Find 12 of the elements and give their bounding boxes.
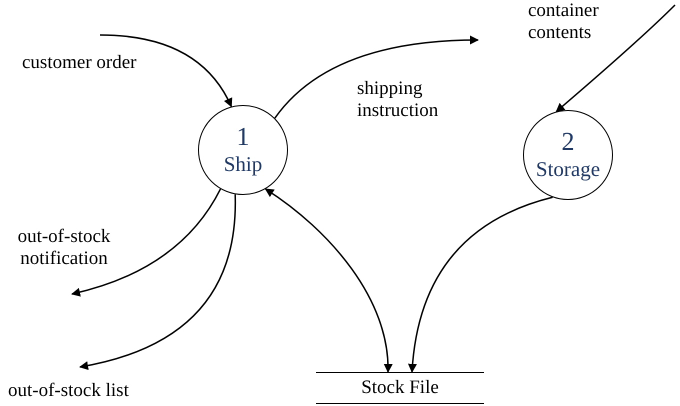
arrow: [274, 36, 479, 119]
data-store-name: Stock File: [361, 377, 439, 399]
arrow: [264, 188, 392, 373]
process-number: 1: [236, 123, 250, 152]
arrow: [556, 4, 676, 112]
arrow: [71, 188, 222, 296]
arrow: [408, 196, 553, 373]
process-name: Storage: [536, 156, 600, 182]
arrow: [79, 194, 236, 370]
arrow: [100, 34, 232, 108]
process-number: 2: [562, 128, 574, 157]
process-name: Ship: [224, 152, 262, 177]
